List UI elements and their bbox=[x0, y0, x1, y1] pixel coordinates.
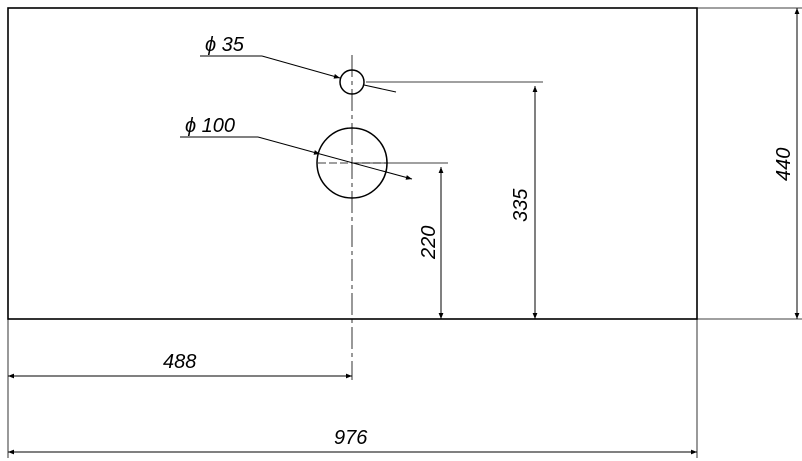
dimension-976 bbox=[8, 319, 698, 458]
dimension-440 bbox=[697, 7, 802, 320]
dimension-488 bbox=[7, 319, 352, 458]
small-hole-label: ϕ 35 bbox=[205, 34, 245, 56]
dimension-976-label: 976 bbox=[334, 427, 368, 449]
dimension-488-label: 488 bbox=[163, 351, 196, 373]
dimension-220 bbox=[352, 162, 448, 319]
small-hole bbox=[339, 69, 365, 95]
dimension-220-label: 220 bbox=[418, 226, 440, 260]
countertop-outline bbox=[7, 7, 698, 320]
dimension-335 bbox=[366, 81, 543, 319]
large-hole-label: ϕ 100 bbox=[185, 115, 235, 137]
small-hole-leader bbox=[200, 55, 397, 93]
large-hole-leader bbox=[180, 136, 413, 180]
dimension-440-label: 440 bbox=[773, 148, 795, 181]
dimension-335-label: 335 bbox=[510, 188, 532, 222]
